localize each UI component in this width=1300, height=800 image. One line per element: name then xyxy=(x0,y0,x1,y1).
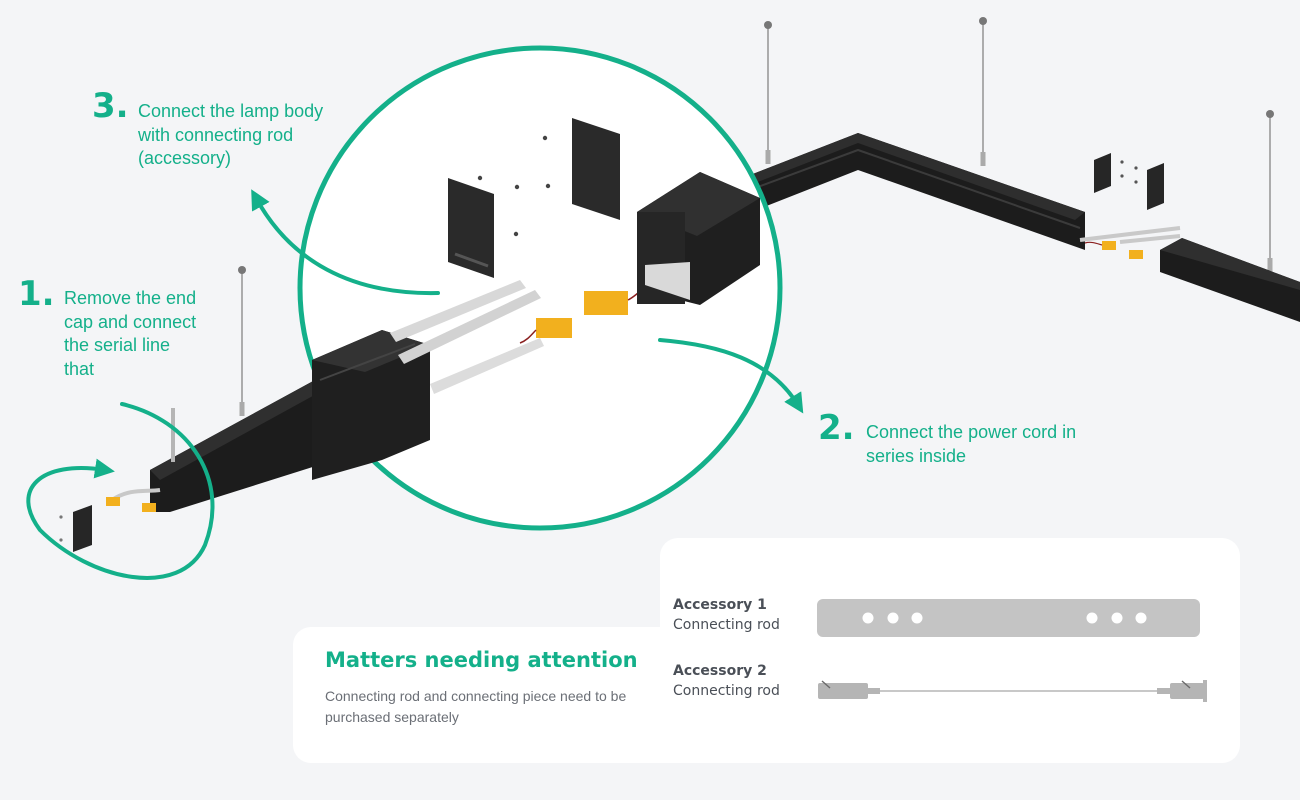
step-2-number: 2. xyxy=(818,408,855,448)
arrow-step-2 xyxy=(658,338,804,414)
suspension-wire xyxy=(1266,110,1274,272)
screw xyxy=(59,515,63,542)
accessory-1-name: Connecting rod xyxy=(673,617,780,633)
accessory-1-label: Accessory 1 Connecting rod xyxy=(673,595,780,635)
attention-title: Matters needing attention xyxy=(325,648,638,672)
accessory-1-title: Accessory 1 xyxy=(673,597,767,613)
step-3-number: 3. xyxy=(92,86,129,126)
power-connector xyxy=(1084,241,1143,259)
suspension-wire xyxy=(238,266,246,416)
accessories-card xyxy=(660,538,1240,763)
profile xyxy=(1160,238,1300,322)
zoom-detail xyxy=(312,118,760,480)
arrow-step-3 xyxy=(251,189,440,296)
accessory-2-name: Connecting rod xyxy=(673,683,780,699)
power-connector xyxy=(106,488,161,512)
suspension-wire xyxy=(979,17,987,166)
connecting-rod xyxy=(1079,226,1181,244)
screw xyxy=(1120,160,1138,184)
arrow-step-1 xyxy=(26,402,215,580)
step-1-number: 1. xyxy=(18,274,55,314)
step-2-text: Connect the power cord in series inside xyxy=(866,422,1077,466)
suspension-wire xyxy=(764,21,772,164)
step-1-text: Remove the end cap and connect the seria… xyxy=(64,288,197,379)
end-cap xyxy=(1094,153,1111,193)
step-3-text: Connect the lamp body with connecting ro… xyxy=(138,101,324,168)
end-cap xyxy=(73,505,92,552)
attention-body: Connecting rod and connecting piece need… xyxy=(325,688,627,725)
attention-card xyxy=(293,627,713,763)
accessory-2-title: Accessory 2 xyxy=(673,663,767,679)
accessory-2-label: Accessory 2 Connecting rod xyxy=(673,661,780,701)
end-cap xyxy=(1147,163,1164,210)
